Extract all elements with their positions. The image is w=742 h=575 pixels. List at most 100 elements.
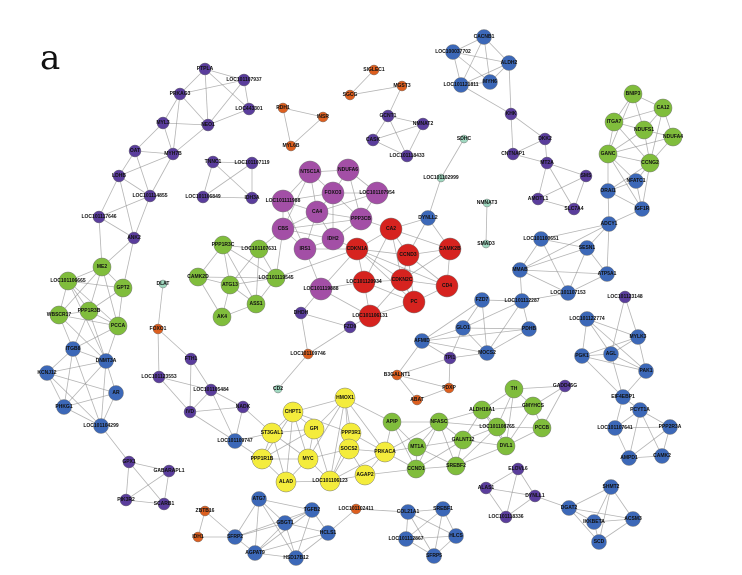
- node-label: LOC101104299: [83, 423, 119, 429]
- network-node: LOC101109747: [217, 433, 253, 449]
- node-circle: [528, 489, 542, 503]
- edge: [300, 312, 309, 355]
- node-label: DHDH: [294, 310, 309, 316]
- node-circle: [379, 217, 403, 241]
- edge: [628, 426, 671, 459]
- node-label: PPP1R3B: [78, 308, 101, 314]
- node-label: SMAD3: [477, 241, 495, 247]
- edge: [438, 421, 498, 428]
- network-node: GPT2: [113, 278, 133, 298]
- node-circle: [455, 320, 471, 336]
- edge: [405, 508, 444, 540]
- node-circle: [297, 448, 319, 470]
- network-node: AFMID: [414, 333, 430, 349]
- edge: [649, 107, 664, 164]
- node-label: LOC101107153: [550, 290, 586, 296]
- network-node: ALAD: [275, 471, 297, 493]
- node-label: CACNB1: [474, 34, 495, 40]
- node-circle: [157, 497, 171, 511]
- edge: [460, 84, 512, 115]
- network-node: LOC101122774: [569, 311, 605, 327]
- node-label: IVD: [186, 409, 195, 415]
- node-label: PRKACA: [374, 449, 396, 455]
- node-circle: [479, 345, 495, 361]
- node-circle: [128, 144, 142, 158]
- node-circle: [382, 412, 402, 432]
- node-label: LOC101100651: [523, 236, 559, 242]
- node-label: NDUFA6: [338, 167, 358, 173]
- node-circle: [435, 501, 451, 517]
- network-node: PAK1: [638, 363, 654, 379]
- network-node: AK4: [212, 307, 232, 327]
- node-circle: [354, 464, 376, 486]
- node-circle: [414, 333, 430, 349]
- edge: [179, 79, 245, 95]
- node-circle: [39, 365, 55, 381]
- node-label: NEO1: [201, 122, 215, 128]
- network-node: LOC101119545: [258, 268, 294, 288]
- network-node: AMOTL1: [528, 192, 548, 206]
- network-node: PTPLA: [197, 62, 214, 76]
- node-label: LOC101112287: [504, 298, 539, 304]
- network-node: CASK: [366, 133, 380, 147]
- node-label: CD4: [442, 283, 452, 289]
- edge: [172, 124, 209, 155]
- network-node: OAT: [128, 144, 142, 158]
- node-circle: [196, 190, 210, 204]
- edge: [610, 296, 626, 355]
- node-circle: [212, 307, 232, 327]
- edge: [405, 535, 457, 540]
- network-node: MYH6: [482, 74, 498, 90]
- network-node: KHK: [504, 107, 518, 121]
- node-circle: [188, 267, 208, 287]
- network-node: LOC101107631: [241, 239, 277, 259]
- node-circle: [227, 529, 243, 545]
- edge: [407, 511, 457, 537]
- node-circle: [344, 89, 356, 101]
- node-circle: [567, 202, 581, 216]
- node-label: ORAI1: [600, 188, 616, 194]
- edge: [355, 508, 409, 513]
- network-node: LOC101119888: [303, 277, 339, 301]
- edge: [290, 116, 324, 147]
- network-node: LOC101106123: [312, 470, 348, 492]
- network-node: SREBF1: [433, 501, 453, 517]
- network-node: LOC101123148: [607, 290, 643, 304]
- edge: [607, 153, 643, 210]
- node-label: ST3GAL1: [261, 430, 284, 436]
- node-label: CNTNAP1: [501, 151, 525, 157]
- node-circle: [368, 64, 380, 76]
- node-label: PPP2R3A: [659, 424, 682, 430]
- network-node: GADD45G: [553, 379, 577, 393]
- edge: [189, 411, 236, 442]
- edge: [210, 389, 236, 442]
- network-node: FOXO1: [150, 323, 167, 335]
- node-label: LOC101108765: [479, 424, 515, 430]
- edge: [349, 85, 403, 96]
- node-label: ABAT: [410, 397, 424, 403]
- node-label: PDHB: [522, 326, 537, 332]
- node-label: TH: [511, 386, 518, 392]
- node-circle: [411, 394, 423, 406]
- node-label: IKKBETA: [583, 519, 605, 525]
- node-label: PPP1R1B: [251, 456, 274, 462]
- node-circle: [621, 450, 637, 466]
- network-node: COL21A1: [397, 504, 419, 520]
- node-circle: [374, 441, 396, 463]
- node-label: NFATC1: [626, 178, 645, 184]
- network-node: CDKN1A: [345, 237, 369, 261]
- edge: [128, 461, 165, 505]
- edge: [222, 244, 277, 279]
- node-label: MGST3: [393, 83, 410, 89]
- node-label: LOC101114855: [132, 193, 167, 199]
- node-label: WBSCR17: [47, 312, 72, 318]
- node-circle: [184, 352, 198, 366]
- network-node: GCNT1: [380, 109, 397, 123]
- node-circle: [227, 433, 243, 449]
- node-circle: [350, 503, 362, 515]
- network-node: GPI: [303, 418, 325, 440]
- network-node: ME2: [92, 257, 112, 277]
- edge: [72, 348, 102, 427]
- edge: [421, 328, 530, 342]
